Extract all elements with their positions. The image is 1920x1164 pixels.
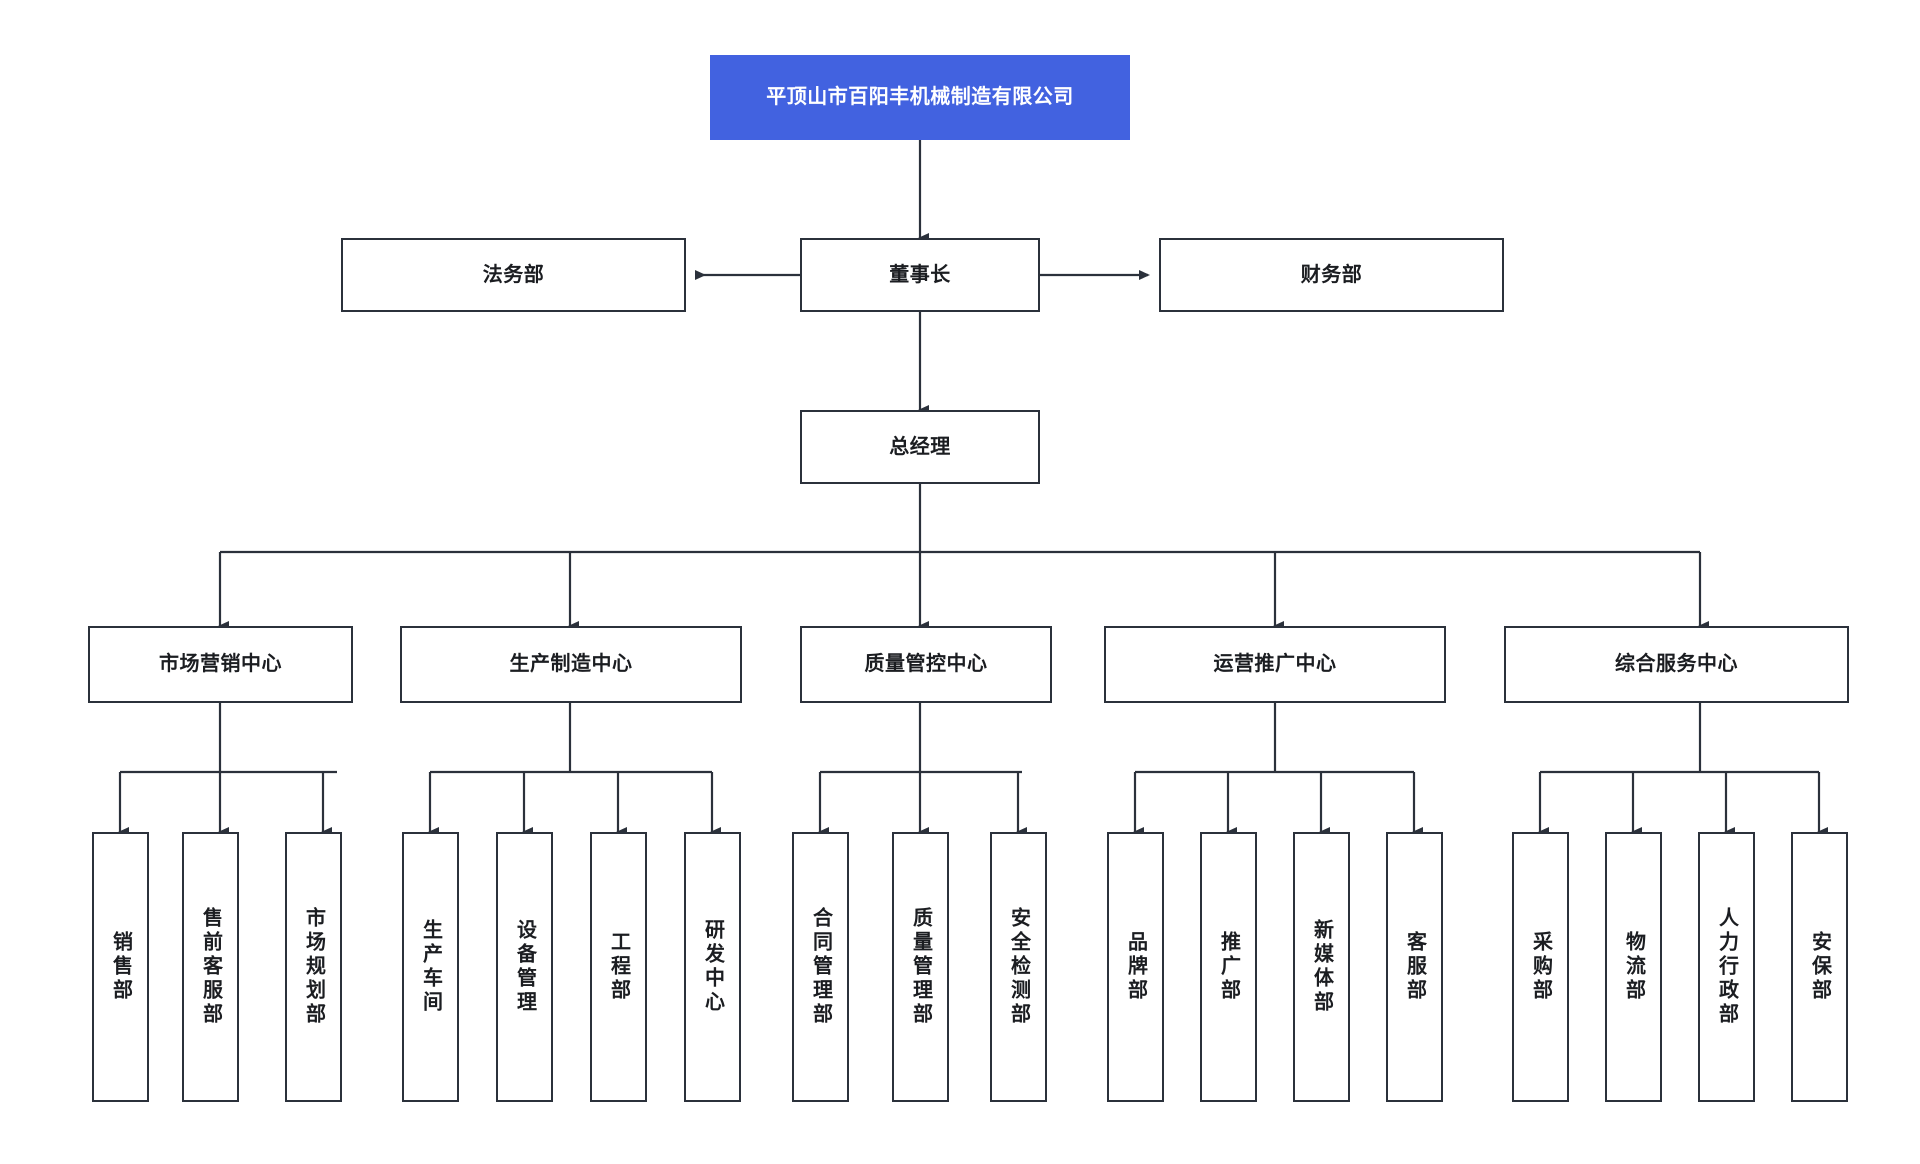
node-dept-sales[interactable]: 销售部 <box>92 832 149 1102</box>
node-center-manufacturing-label: 生产制造中心 <box>509 653 633 675</box>
node-center-marketing[interactable]: 市场营销中心 <box>88 626 353 703</box>
node-dept-logistics-label: 物流部 <box>1622 931 1645 1003</box>
node-dept-safety-inspection[interactable]: 安全检测部 <box>990 832 1047 1102</box>
node-dept-quality-mgmt[interactable]: 质量管理部 <box>892 832 949 1102</box>
node-center-quality-label: 质量管控中心 <box>864 653 988 675</box>
node-center-general-services[interactable]: 综合服务中心 <box>1504 626 1849 703</box>
node-chairman-label: 董事长 <box>889 263 951 286</box>
node-dept-customer-service-label: 客服部 <box>1403 931 1426 1003</box>
node-dept-sales-label: 销售部 <box>109 931 132 1003</box>
node-dept-hr-admin-label: 人力行政部 <box>1715 907 1738 1027</box>
node-dept-presale-service[interactable]: 售前客服部 <box>182 832 239 1102</box>
node-dept-equipment[interactable]: 设备管理 <box>496 832 553 1102</box>
node-dept-security[interactable]: 安保部 <box>1791 832 1848 1102</box>
node-center-operations-label: 运营推广中心 <box>1213 653 1337 675</box>
node-general-manager[interactable]: 总经理 <box>800 410 1040 484</box>
node-dept-procurement-label: 采购部 <box>1529 931 1552 1003</box>
node-dept-logistics[interactable]: 物流部 <box>1605 832 1662 1102</box>
node-dept-security-label: 安保部 <box>1808 931 1831 1003</box>
node-dept-rnd-center-label: 研发中心 <box>701 919 724 1015</box>
node-dept-contract-mgmt[interactable]: 合同管理部 <box>792 832 849 1102</box>
node-dept-workshop[interactable]: 生产车间 <box>402 832 459 1102</box>
node-dept-equipment-label: 设备管理 <box>513 919 536 1015</box>
node-general-manager-label: 总经理 <box>889 435 951 458</box>
node-dept-new-media[interactable]: 新媒体部 <box>1293 832 1350 1102</box>
node-center-operations[interactable]: 运营推广中心 <box>1104 626 1446 703</box>
node-dept-engineering-label: 工程部 <box>607 931 630 1003</box>
node-dept-contract-mgmt-label: 合同管理部 <box>809 907 832 1027</box>
node-center-quality[interactable]: 质量管控中心 <box>800 626 1052 703</box>
node-company-root-label: 平顶山市百阳丰机械制造有限公司 <box>766 86 1074 108</box>
node-dept-hr-admin[interactable]: 人力行政部 <box>1698 832 1755 1102</box>
node-dept-brand-label: 品牌部 <box>1124 931 1147 1003</box>
node-dept-market-planning[interactable]: 市场规划部 <box>285 832 342 1102</box>
node-finance-dept[interactable]: 财务部 <box>1159 238 1504 312</box>
node-legal-dept[interactable]: 法务部 <box>341 238 686 312</box>
node-center-general-services-label: 综合服务中心 <box>1615 653 1738 675</box>
node-dept-new-media-label: 新媒体部 <box>1310 919 1333 1015</box>
node-dept-brand[interactable]: 品牌部 <box>1107 832 1164 1102</box>
node-dept-market-planning-label: 市场规划部 <box>302 907 325 1027</box>
node-dept-promotion-label: 推广部 <box>1217 931 1240 1003</box>
node-dept-quality-mgmt-label: 质量管理部 <box>909 907 932 1027</box>
node-dept-safety-inspection-label: 安全检测部 <box>1007 907 1030 1027</box>
node-dept-workshop-label: 生产车间 <box>419 919 442 1015</box>
node-company-root[interactable]: 平顶山市百阳丰机械制造有限公司 <box>710 55 1130 140</box>
node-legal-dept-label: 法务部 <box>482 263 545 286</box>
node-finance-dept-label: 财务部 <box>1300 263 1363 286</box>
node-center-marketing-label: 市场营销中心 <box>159 653 282 675</box>
node-dept-promotion[interactable]: 推广部 <box>1200 832 1257 1102</box>
node-center-manufacturing[interactable]: 生产制造中心 <box>400 626 742 703</box>
node-dept-engineering[interactable]: 工程部 <box>590 832 647 1102</box>
node-dept-presale-service-label: 售前客服部 <box>199 907 222 1027</box>
node-dept-customer-service[interactable]: 客服部 <box>1386 832 1443 1102</box>
node-chairman[interactable]: 董事长 <box>800 238 1040 312</box>
node-dept-rnd-center[interactable]: 研发中心 <box>684 832 741 1102</box>
node-dept-procurement[interactable]: 采购部 <box>1512 832 1569 1102</box>
